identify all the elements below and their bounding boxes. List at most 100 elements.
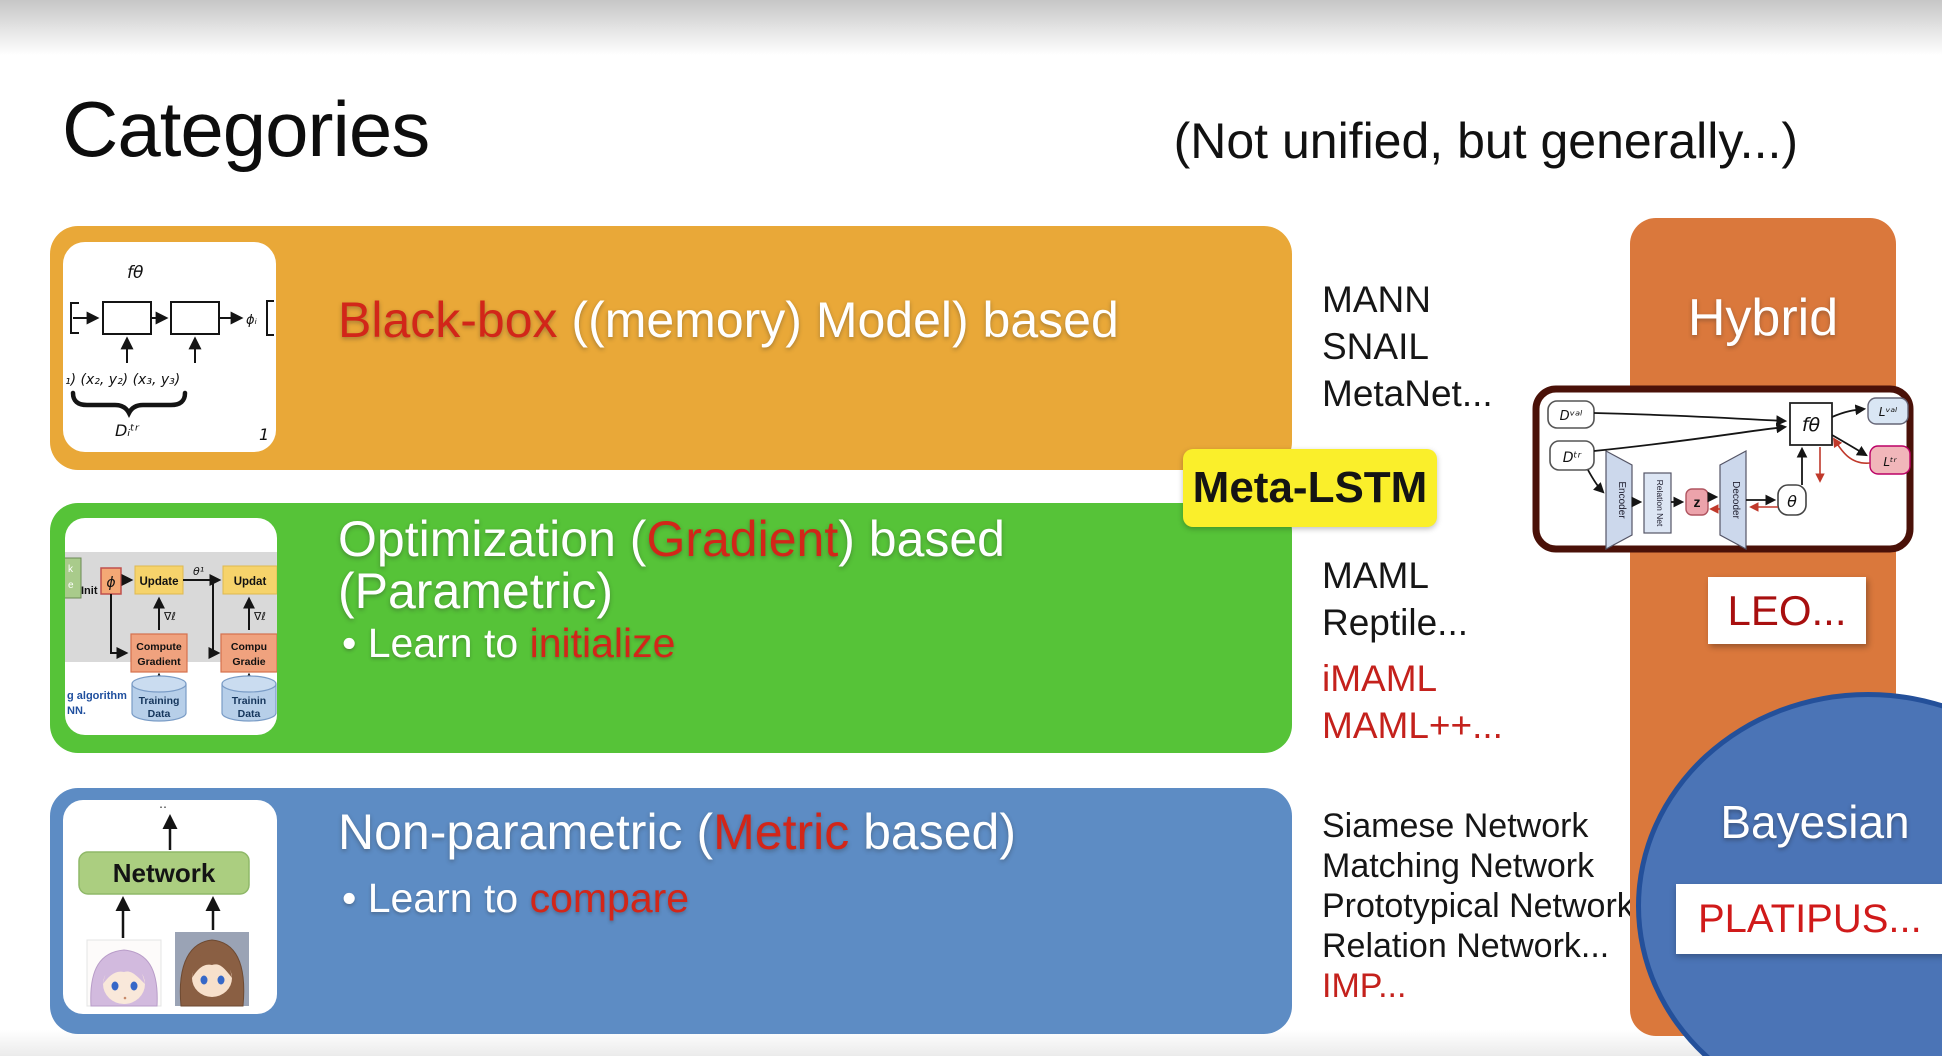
ltr-node (1869, 445, 1911, 475)
dtr-to-f-arrow (1593, 422, 1788, 452)
clipped-top-label: ‥ (159, 800, 167, 811)
method-item: SNAIL (1322, 326, 1429, 367)
z-label: z (1694, 494, 1701, 510)
lval-node (1867, 397, 1909, 425)
gradient-descent-diagram: k e Init ϕ Update θ¹ Updat ∇ℓ Compute Gr… (65, 552, 277, 722)
theta1-label: θ¹ (193, 565, 204, 578)
optimization-method-list: MAML Reptile... (1322, 552, 1468, 646)
grad-label: ∇ℓ (253, 610, 266, 623)
optimization-heading: Optimization (Gradient) based (Parametri… (338, 513, 1005, 617)
underbrace (70, 390, 188, 419)
training-label: Trainin (232, 695, 266, 707)
hybrid-label: Hybrid (1687, 289, 1839, 347)
network-node (78, 851, 250, 895)
dval-node (1547, 400, 1595, 429)
training-label: Training (139, 695, 180, 707)
method-item: MAML++... (1322, 705, 1503, 746)
eye (200, 975, 208, 985)
left-cell-bracket (70, 302, 79, 334)
f-theta-label: fθ (1802, 414, 1821, 436)
blackbox-inset-diagram: fθ ϕᵢ ₁) (x₂, y₂) (x₃, y₃) Dᵢᵗʳ 1 (63, 242, 276, 452)
meta-lstm-highlight: Meta-LSTM (1183, 449, 1437, 527)
nonparametric-bullet: • Learn to compare (342, 875, 689, 922)
blackbox-rnn-diagram: fθ ϕᵢ ₁) (x₂, y₂) (x₃, y₃) Dᵢᵗʳ 1 (65, 263, 274, 444)
update-node-2 (222, 565, 277, 595)
method-item: Siamese Network (1322, 807, 1589, 845)
nonparametric-heading-pre: Non-parametric ( (338, 804, 714, 860)
blackbox-heading: Black-box ((memory) Model) based (338, 294, 1119, 346)
optimization-method-list-red: iMAML MAML++... (1322, 655, 1503, 749)
compute-label: Compute (136, 641, 182, 653)
blackbox-heading-red: Black-box (338, 292, 558, 348)
theta-feed-arrow (208, 582, 221, 659)
update-label: Updat (234, 576, 267, 588)
optimization-heading-post: ) based (838, 511, 1005, 567)
f-theta-node (1789, 402, 1833, 446)
platipus-method-box: PLATIPUS... (1676, 884, 1942, 954)
optimization-heading-pre: Optimization ( (338, 511, 647, 567)
dtr-node (1549, 440, 1595, 471)
rnn-cell-1 (102, 301, 152, 335)
init-label: Init (81, 585, 98, 597)
leo-architecture-svg: Dᵛᵃˡ Dᵗʳ Encoder Relation Net z Decoder … (1532, 385, 1914, 553)
phi-label: ϕ (106, 575, 115, 591)
train-pairs-label: ₁) (x₂, y₂) (x₃, y₃) (65, 372, 180, 388)
nonparametric-inset-diagram: ‥ Network (63, 800, 277, 1014)
decoder-label: Decoder (1730, 481, 1741, 519)
bullet-dot: • (342, 620, 357, 666)
grad-label: ∇ℓ (163, 610, 176, 623)
training-data-cylinder-1 (131, 684, 187, 722)
dval-label: Dᵛᵃˡ (1560, 409, 1584, 424)
nn-caption: NN. (67, 705, 86, 717)
f-to-ltr-arrow (1831, 434, 1868, 457)
nonparametric-method-list: Siamese Network Matching Network Prototy… (1322, 806, 1634, 1006)
leo-architecture-diagram: Dᵛᵃˡ Dᵗʳ Encoder Relation Net z Decoder … (1532, 385, 1918, 555)
nonparametric-bullet-red: compare (529, 875, 690, 921)
update-label: Update (140, 576, 179, 588)
phi-feed-arrow (110, 594, 129, 659)
clipped-letter: k (68, 564, 74, 575)
optimization-heading-line2: (Parametric) (338, 563, 614, 619)
page-title: Categories (62, 85, 430, 173)
network-label: Network (113, 858, 216, 888)
optimization-heading-red: Gradient (646, 511, 839, 567)
relation-net-node (1643, 472, 1672, 534)
method-item: Matching Network (1322, 847, 1595, 885)
phi-i-label: ϕᵢ (246, 313, 258, 328)
tail-label: 1 (259, 425, 269, 444)
dtr-to-encoder-arrow (1587, 469, 1605, 494)
nonparametric-heading-red: Metric (713, 804, 850, 860)
dtr-label: Dᵗʳ (1563, 450, 1583, 466)
method-item: MetaNet... (1322, 373, 1493, 414)
face-shape (192, 959, 232, 997)
optimization-bullet: • Learn to initialize (342, 620, 675, 667)
metric-network-diagram: ‥ Network (78, 800, 250, 1007)
optimization-bullet-red: initialize (529, 620, 676, 666)
clipped-green-node (65, 557, 82, 599)
compute-label: Compu (231, 641, 267, 653)
data-label: Data (148, 708, 171, 720)
nonparametric-heading: Non-parametric (Metric based) (338, 806, 1016, 858)
compute-gradient-node-1 (130, 633, 188, 673)
method-item: MAML (1322, 555, 1429, 596)
rnn-cell-2 (170, 301, 220, 335)
bangs-shape (192, 950, 232, 978)
nonparametric-heading-post: based) (849, 804, 1016, 860)
sample-image-right (175, 932, 249, 1007)
eye (130, 981, 138, 991)
gradient-label: Gradie (232, 656, 265, 668)
optimization-bullet-pre: Learn to (356, 620, 530, 666)
method-item: MANN (1322, 279, 1431, 320)
blackbox-heading-rest: ((memory) Model) based (557, 292, 1119, 348)
encoder-node (1605, 449, 1633, 551)
method-item: Reptile... (1322, 602, 1469, 643)
gradient-label: Gradient (137, 656, 181, 668)
blackbox-method-list: MANN SNAIL MetaNet... (1322, 276, 1493, 417)
nonparametric-bullet-pre: Learn to (356, 875, 530, 921)
method-item: iMAML (1322, 658, 1438, 699)
compute-gradient-node-2 (220, 633, 277, 673)
eye (217, 975, 225, 985)
bangs-shape (103, 958, 145, 984)
training-data-cylinder-2 (221, 684, 277, 722)
encoder-label: Encoder (1616, 481, 1627, 519)
